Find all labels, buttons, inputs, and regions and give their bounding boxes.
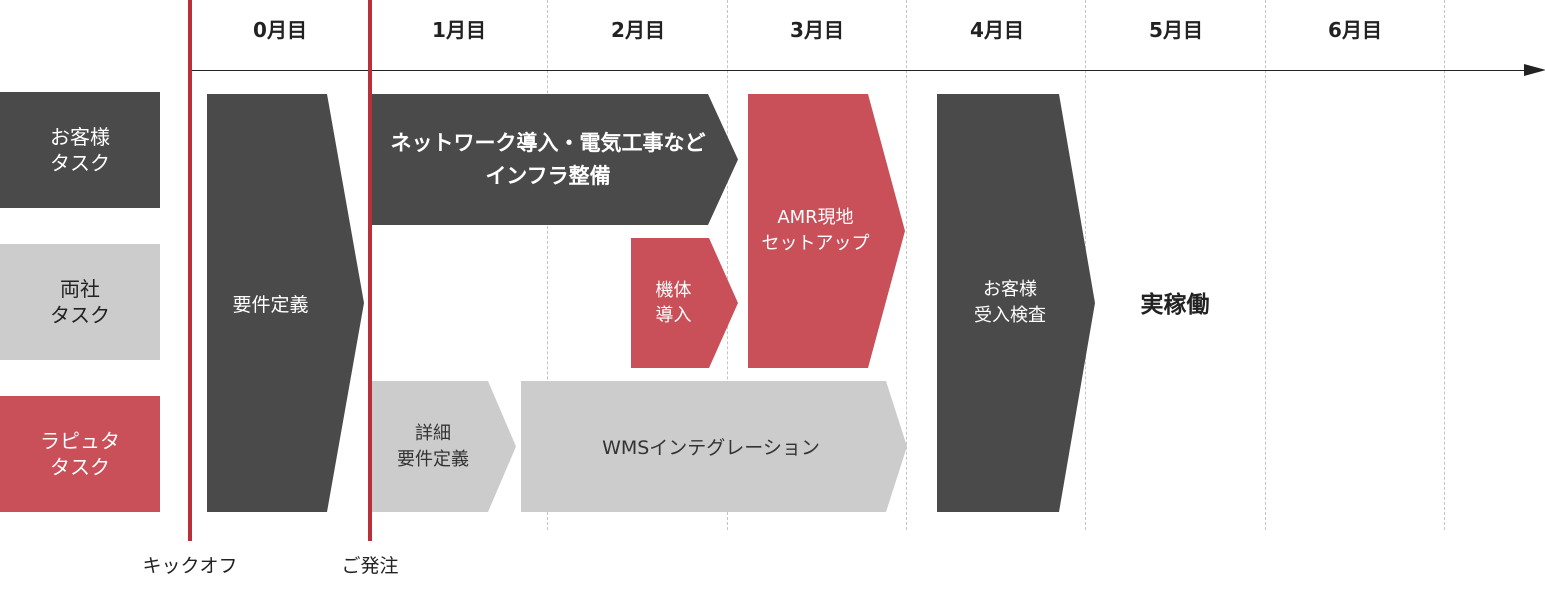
month-header-0: 0月目 [253,18,307,42]
milestone-kickoff-line [188,0,192,541]
task-infrastructure: ネットワーク導入・電気工事など インフラ整備 [372,94,738,225]
task-amr-setup: AMR現地 セットアップ [748,94,905,368]
month-header-2: 2月目 [611,18,665,42]
go-live-label: 実稼働 [1140,292,1210,318]
month-gridline [1265,0,1266,530]
task-customer-acceptance: お客様 受入検査 [937,94,1095,512]
timeline-arrowhead-icon [1524,64,1545,76]
month-header-3: 3月目 [790,18,844,42]
month-gridline [727,0,728,530]
month-header-1: 1月目 [432,18,486,42]
month-gridline [1444,0,1445,530]
lane-shared-tasks: 両社 タスク [0,244,160,360]
task-wms-integration: WMSインテグレーション [521,381,907,512]
task-machine-installation: 機体 導入 [631,238,738,368]
timeline-axis [190,70,1527,71]
month-header-5: 5月目 [1149,18,1203,42]
month-gridline [547,0,548,530]
task-requirements-definition: 要件定義 [207,94,364,512]
month-gridline [906,0,907,530]
lane-customer-tasks: お客様 タスク [0,92,160,208]
milestone-kickoff-label: キックオフ [142,555,238,577]
month-header-4: 4月目 [970,18,1024,42]
task-detailed-requirements: 詳細 要件定義 [372,381,516,512]
month-header-6: 6月目 [1328,18,1382,42]
lane-rapyuta-tasks: ラピュタ タスク [0,396,160,512]
milestone-order-label: ご発注 [341,555,399,577]
milestone-order-line [368,0,372,541]
